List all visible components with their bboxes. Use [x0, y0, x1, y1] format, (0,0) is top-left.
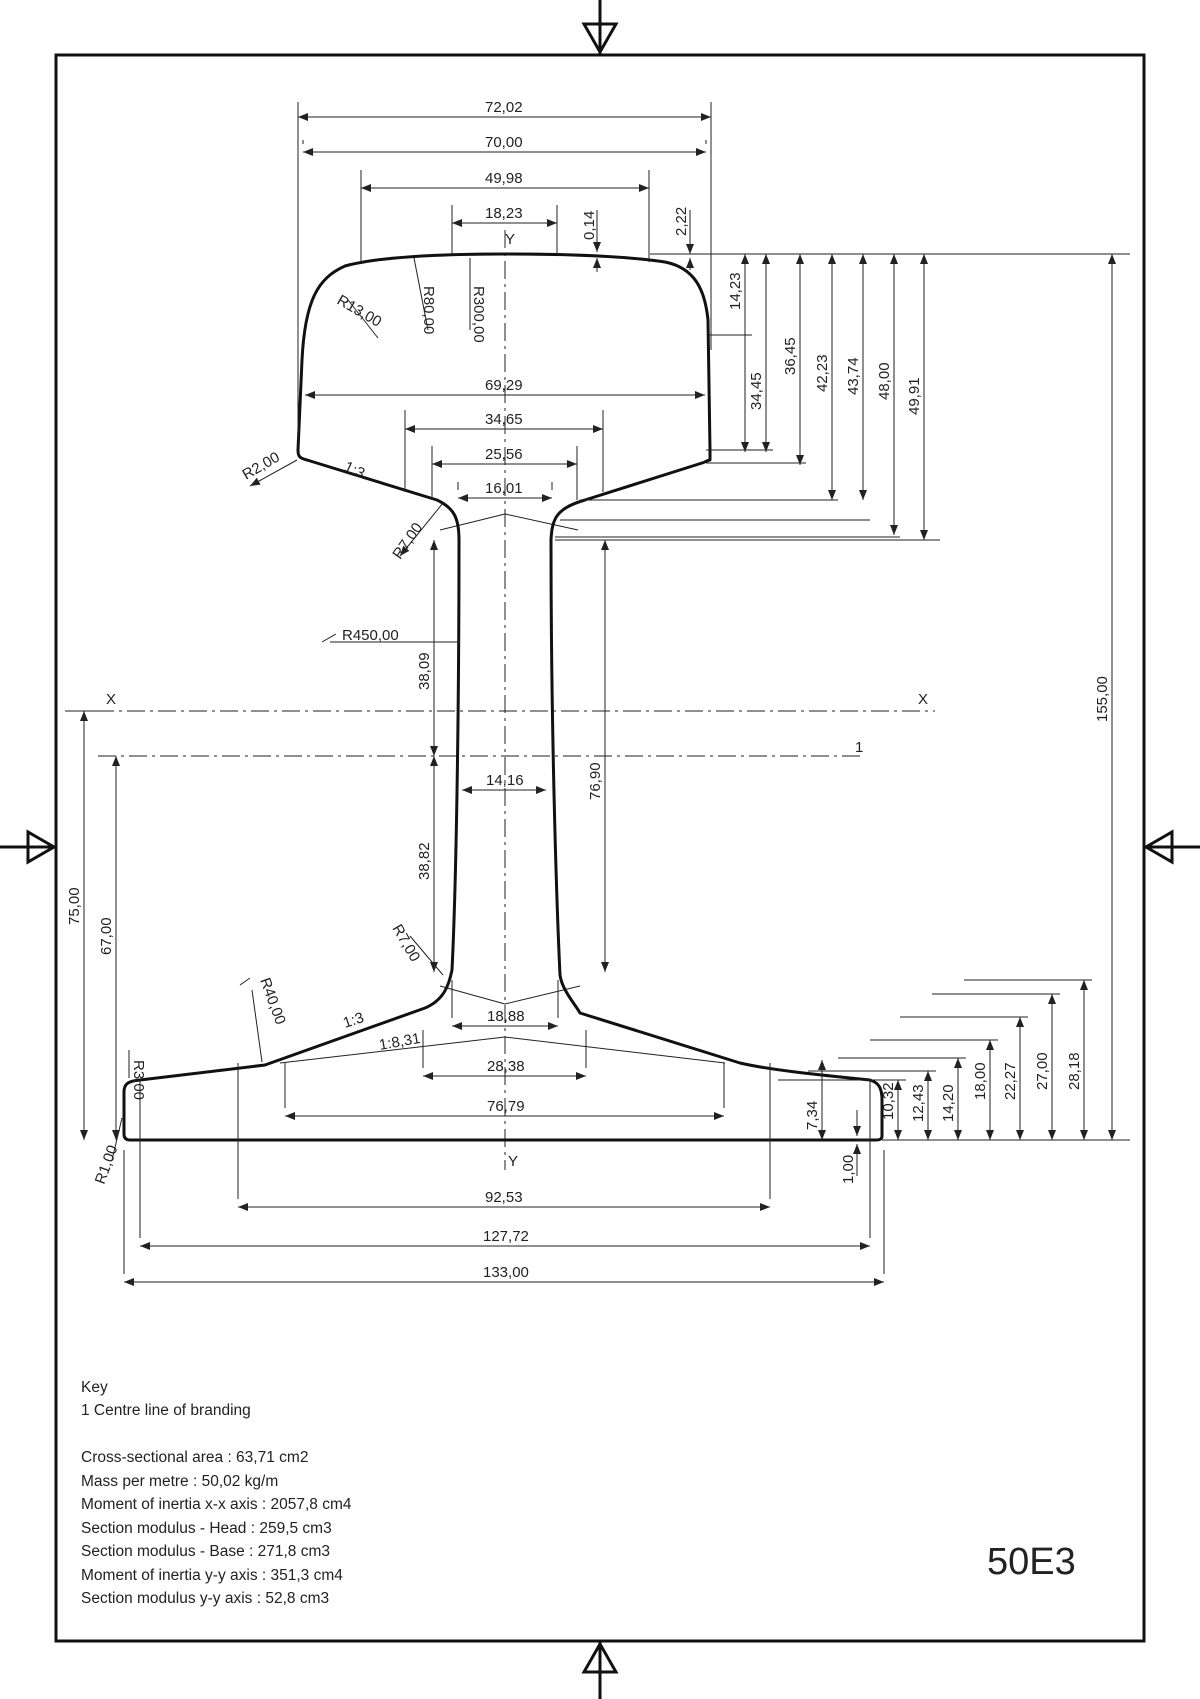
dimension-label: 133,00	[483, 1264, 529, 1281]
dimension-label: 34,45	[748, 372, 765, 410]
dimension-label: 49,91	[906, 377, 923, 415]
dimension-label: R3,00	[130, 1060, 147, 1100]
key-block: Key 1 Centre line of branding	[81, 1379, 251, 1419]
dimension-line	[347, 299, 379, 339]
property-mass: Mass per metre : 50,02 kg/m	[81, 1473, 278, 1490]
dimension-lines	[66, 102, 1130, 1286]
dimension-line	[399, 502, 444, 557]
dimension-label: 1,00	[840, 1155, 857, 1184]
dimension-labels: 72,02 70,00 49,98 18,23 69,29 34,65 25,56 16,01…	[66, 99, 1111, 1281]
dimension-label: 18,88	[487, 1008, 525, 1025]
dimension-line	[321, 633, 337, 643]
dimension-label: 72,02	[485, 99, 523, 116]
dimension-label: R300,00	[470, 286, 487, 343]
dimension-label: 18,23	[485, 205, 523, 222]
dimension-line	[249, 459, 298, 487]
dimension-label: R7,00	[389, 520, 426, 563]
dimension-label: R2,00	[240, 449, 283, 484]
dimension-label: 16,01	[485, 480, 523, 497]
dimension-label: 0,14	[581, 211, 598, 240]
dimension-label: 34,65	[485, 411, 523, 428]
dimension-label: 76,79	[487, 1098, 525, 1115]
y-axis-label-bottom: Y	[508, 1153, 518, 1170]
property-inertia-xx: Moment of inertia x-x axis : 2057,8 cm4	[81, 1496, 352, 1513]
dimension-line	[251, 989, 263, 1063]
dimension-label: 70,00	[485, 134, 523, 151]
dimension-line	[409, 935, 444, 976]
property-inertia-yy: Moment of inertia y-y axis : 351,3 cm4	[81, 1567, 343, 1584]
dimension-label: 155,00	[1094, 676, 1111, 722]
y-axis-label-top: Y	[505, 231, 515, 248]
dimension-label: 43,74	[845, 357, 862, 395]
dimension-label: 48,00	[876, 362, 893, 400]
dimension-label: R80,00	[420, 286, 437, 334]
dimension-label: 2,22	[673, 207, 690, 236]
dimension-label: 22,27	[1002, 1062, 1019, 1100]
dimension-label: 1:3	[341, 1009, 366, 1032]
dimension-label: 14,16	[486, 772, 524, 789]
property-modulus-head: Section modulus - Head : 259,5 cm3	[81, 1520, 332, 1537]
rail-outline	[122, 252, 884, 1142]
dimension-label: 14,23	[727, 272, 744, 310]
dimension-label: 92,53	[485, 1189, 523, 1206]
dimension-label: 14,20	[940, 1084, 957, 1122]
dimension-label: 42,23	[814, 354, 831, 392]
dimension-label: 10,32	[880, 1082, 897, 1120]
dimension-label: 76,90	[587, 762, 604, 800]
dimension-label: 38,09	[416, 652, 433, 690]
dimension-label: 12,43	[910, 1084, 927, 1122]
dimension-label: 49,98	[485, 170, 523, 187]
key-item: 1 Centre line of branding	[81, 1402, 251, 1419]
x-axis-label-left: X	[106, 691, 116, 708]
dimension-label: 127,72	[483, 1228, 529, 1245]
dimension-label: R40,00	[256, 976, 289, 1027]
dimension-label: 25,56	[485, 446, 523, 463]
x-axis-label-right: X	[918, 691, 928, 708]
dimension-line	[413, 257, 429, 331]
dimension-label: R7,00	[389, 922, 424, 965]
dimension-line	[279, 1036, 506, 1064]
dimension-label: 28,18	[1066, 1052, 1083, 1090]
property-modulus-yy: Section modulus y-y axis : 52,8 cm3	[81, 1590, 329, 1607]
dimension-label: 18,00	[972, 1062, 989, 1100]
dimension-line	[239, 977, 251, 986]
dimension-label: 69,29	[485, 377, 523, 394]
dimension-line	[504, 1036, 726, 1064]
dimension-line	[111, 1117, 123, 1161]
profile-code: 50E3	[987, 1541, 1076, 1583]
dimension-label: 1:8,31	[378, 1030, 422, 1054]
dimension-label: 36,45	[782, 337, 799, 375]
dimension-label: 28,38	[487, 1058, 525, 1075]
property-area: Cross-sectional area : 63,71 cm2	[81, 1449, 308, 1466]
dimension-label: R1,00	[92, 1143, 122, 1186]
dimension-label: 27,00	[1034, 1052, 1051, 1090]
properties-block: Cross-sectional area : 63,71 cm2 Mass pe…	[81, 1449, 352, 1607]
branding-line-label: 1	[855, 739, 863, 756]
dimension-label: 38,82	[416, 842, 433, 880]
dimension-label: R450,00	[342, 627, 399, 644]
dimension-label: 7,34	[804, 1101, 821, 1130]
dimension-label: 75,00	[66, 887, 83, 925]
key-heading: Key	[81, 1379, 108, 1396]
dimension-label: 67,00	[98, 917, 115, 955]
axes	[65, 230, 935, 1170]
property-modulus-base: Section modulus - Base : 271,8 cm3	[81, 1543, 330, 1560]
dimension-label: R13,00	[334, 292, 384, 331]
